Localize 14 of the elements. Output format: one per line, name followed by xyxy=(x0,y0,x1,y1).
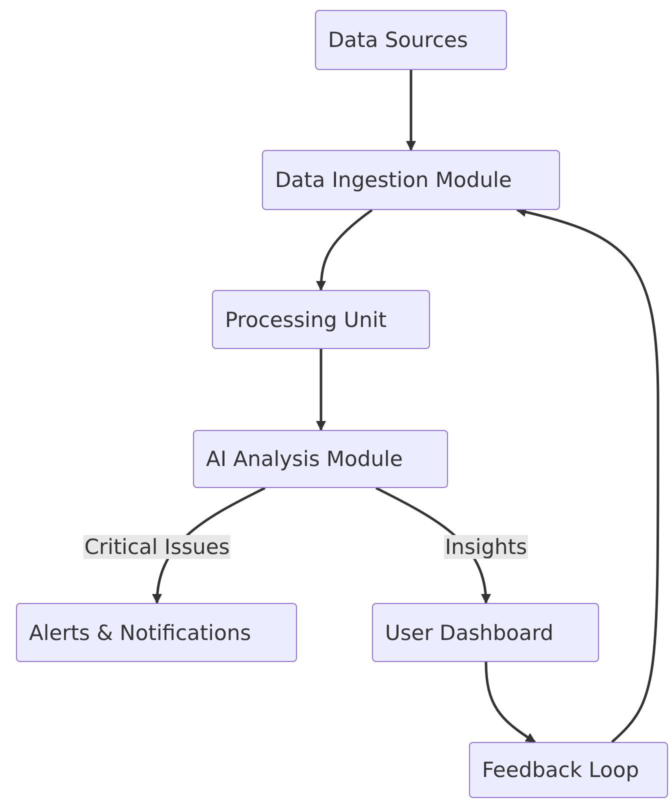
arrow xyxy=(516,207,660,743)
arrow xyxy=(316,349,326,431)
arrow xyxy=(484,662,536,744)
edge-label: Insights xyxy=(444,535,528,559)
process-box: Data Sources xyxy=(315,10,507,70)
process-box: User Dashboard xyxy=(372,603,599,662)
process-box: Data Ingestion Module xyxy=(262,150,560,210)
edge-label: Critical Issues xyxy=(83,535,231,559)
arrow xyxy=(406,70,416,151)
arrow xyxy=(316,209,373,291)
process-box: Processing Unit xyxy=(212,290,430,349)
process-box: Alerts & Notifications xyxy=(16,603,297,662)
process-box: AI Analysis Module xyxy=(193,430,448,488)
process-box: Feedback Loop xyxy=(469,742,668,798)
